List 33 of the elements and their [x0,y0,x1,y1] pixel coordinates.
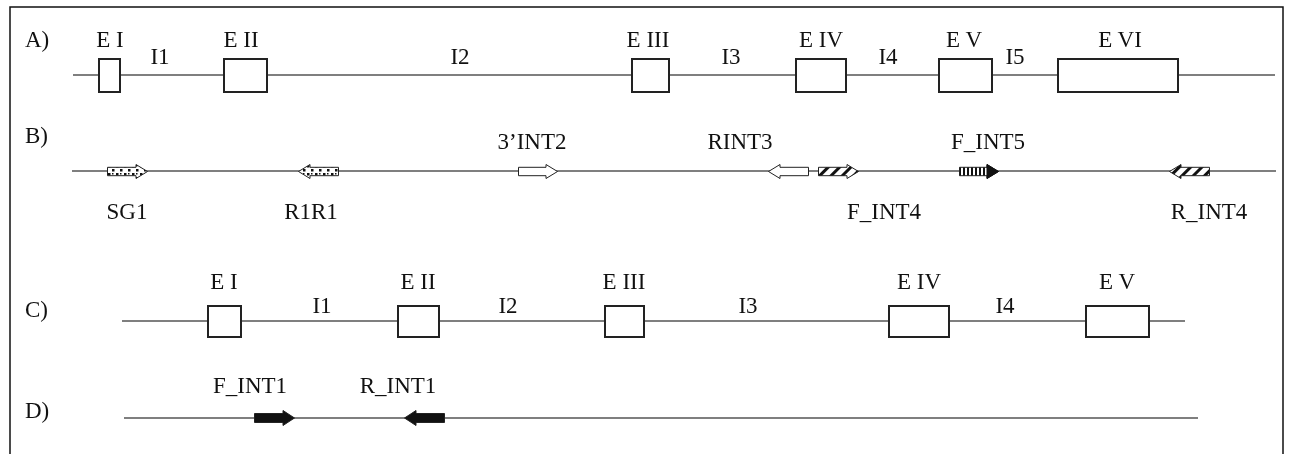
primer-label: SG1 [106,199,148,225]
exon-label: E I [96,27,124,53]
primer-label: R_INT4 [1170,199,1248,225]
primer-label: RINT3 [707,129,773,155]
primer-label: R_INT1 [359,373,437,399]
intron-label: I1 [312,293,332,319]
exon-label: E II [400,269,436,295]
exon-label: E VI [1098,27,1142,53]
primer-label: 3’INT2 [497,129,567,155]
exon-label: E V [1099,269,1135,295]
intron-label: I4 [878,44,898,70]
intron-label: I3 [738,293,758,319]
row-label: D) [25,398,50,424]
intron-label: I1 [150,44,170,70]
exon-label: E III [626,27,670,53]
intron-label: I3 [721,44,741,70]
intron-label: I2 [450,44,470,70]
primer-label: F_INT1 [212,373,288,399]
exon-label: E I [210,269,238,295]
row-label: B) [25,123,48,149]
row-label: A) [25,27,50,53]
exon-label: E IV [896,269,942,295]
intron-label: I5 [1005,44,1025,70]
exon-label: E V [946,27,982,53]
primer-label: F_INT4 [846,199,922,225]
primer-label: R1R1 [284,199,338,225]
row-label: C) [25,297,48,323]
primer-label: F_INT5 [950,129,1026,155]
exon-label: E IV [798,27,844,53]
exon-label: E III [602,269,646,295]
intron-label: I2 [498,293,518,319]
intron-label: I4 [995,293,1015,319]
exon-label: E II [223,27,259,53]
